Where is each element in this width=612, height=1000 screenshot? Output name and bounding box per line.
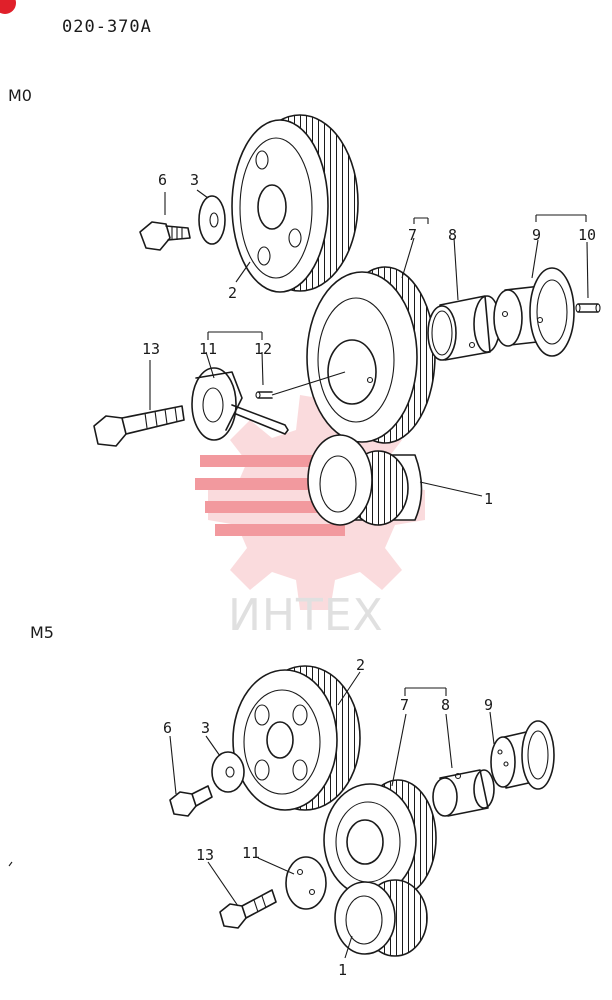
m5-callouts: 2 7 8 9 6 3 13 11 1 [163,656,493,979]
m0-callout-11: 11 [199,340,217,358]
m0-part-1-gear [307,434,423,526]
m0-part-3-washer [198,195,226,245]
m0-part-11-idler-shaft [191,367,289,441]
m5-callout-13: 13 [196,846,214,864]
m5-callout-3: 3 [201,719,210,737]
m5-part-3-washer [211,751,245,793]
m0-callout-13: 13 [142,340,160,358]
m5-part-7-gear [323,779,437,897]
m5-callout-8: 8 [441,696,450,714]
m5-callout-11: 11 [242,844,260,862]
m0-callout-1: 1 [484,490,493,508]
m5-callout-7: 7 [400,696,409,714]
m0-callout-7: 7 [408,226,417,244]
m0-leader-lines [149,189,589,497]
watermark-text: ИНТЕХ [228,590,384,641]
m0-callout-9: 9 [532,226,541,244]
m5-part-9-shaft [490,720,555,790]
m0-part-8-bushing [427,295,501,361]
m0-callout-2: 2 [228,284,237,302]
m0-callout-10: 10 [578,226,596,244]
m0-part-9-shaft [493,267,575,357]
m5-part-6-bolt [169,785,213,817]
variant-label-m0: M0 [8,86,32,105]
m0-callouts: 6 3 2 7 8 9 10 13 11 12 1 [142,171,596,508]
m0-part-7-gear [306,266,436,444]
m5-part-11-plate [285,856,327,910]
m5-part-2-gear [232,665,361,811]
m0-callout-8: 8 [448,226,457,244]
stray-mark [8,861,13,867]
diagram-code: 020-370A [62,17,152,37]
m5-callout-2: 2 [356,656,365,674]
m0-part-13-bolt [93,405,185,447]
m5-callout-6: 6 [163,719,172,737]
m0-callout-3: 3 [190,171,199,189]
m5-leader-lines [169,671,495,959]
variant-label-m5: M5 [30,623,54,642]
m0-part-10-pin [575,303,601,313]
m5-callout-1: 1 [338,961,347,979]
m0-callout-12: 12 [254,340,272,358]
m5-part-1-gear [334,879,428,957]
m0-part-2-gear [231,114,359,293]
m0-callout-6: 6 [158,171,167,189]
m0-part-6-bolt [139,221,191,251]
m5-part-13-bolt [219,889,277,929]
m5-part-8-bushing [432,769,495,817]
m5-callout-9: 9 [484,696,493,714]
corner-badge [0,0,16,14]
m0-part-12-pin [255,371,346,399]
